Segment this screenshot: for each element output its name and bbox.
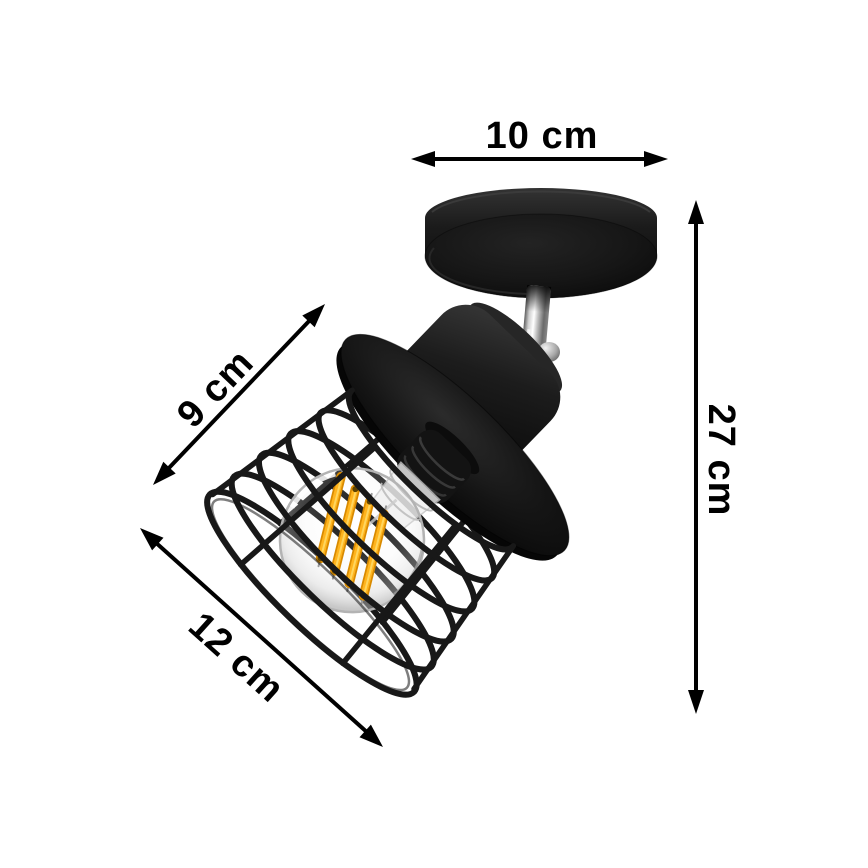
cage-wire [237, 444, 378, 568]
cage-wire [411, 543, 517, 692]
cage-wire [340, 522, 459, 667]
dimension-shade-diameter-label: 12 cm [180, 604, 292, 711]
dimension-shade-height: 9 cm [153, 304, 325, 485]
arrowhead [688, 200, 704, 224]
dimension-canopy-width: 10 cm [411, 115, 668, 167]
canopy-underside-rim [428, 247, 529, 295]
cage-ring [228, 473, 435, 673]
cage-ring [315, 409, 495, 584]
arrowhead [644, 151, 668, 167]
cage-ring [256, 452, 455, 645]
cage-wire [209, 387, 355, 498]
canopy-rim-highlight [431, 190, 651, 213]
dimension-shade-height-label: 9 cm [169, 341, 262, 436]
cage-ring [345, 388, 515, 553]
cage-front-rim [204, 491, 418, 698]
arrowhead [140, 528, 164, 551]
ceiling-canopy [424, 188, 658, 299]
arrowhead [359, 724, 383, 747]
dimension-fixture-height-label: 27 cm [700, 404, 742, 517]
dimension-fixture-height: 27 cm [688, 200, 742, 714]
lamp-photo [204, 188, 658, 698]
cage-shade [204, 302, 570, 698]
dimension-canopy-width-label: 10 cm [486, 115, 599, 157]
arrowhead [302, 304, 325, 328]
arrowhead [688, 690, 704, 714]
arrowhead [153, 461, 176, 485]
arrowhead [411, 151, 435, 167]
canopy-underside [424, 213, 658, 299]
cage-ring [285, 430, 476, 615]
